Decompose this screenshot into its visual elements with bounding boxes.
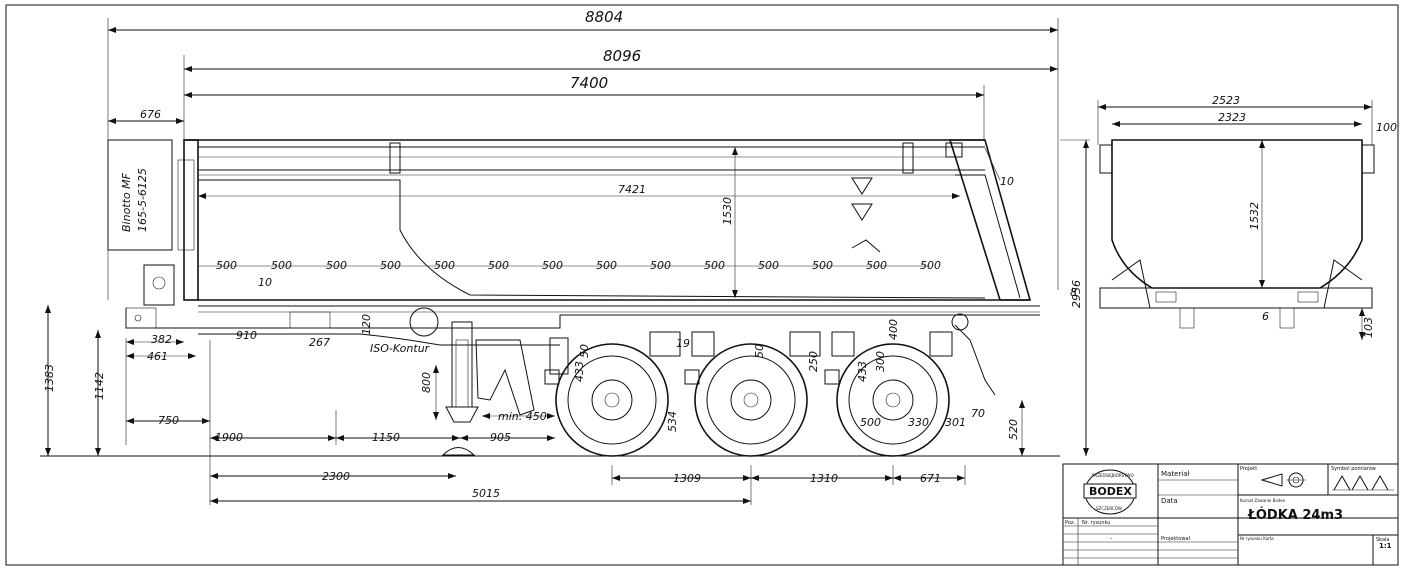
d534: 534 — [666, 411, 679, 432]
d750: 750 — [158, 414, 179, 427]
d19: 19 — [676, 337, 690, 350]
dim-inner-length: 7421 — [618, 183, 646, 196]
rear-small-8: 8 — [1070, 286, 1077, 299]
h300: 300 — [874, 351, 887, 372]
material-label: Materiał — [1161, 470, 1189, 478]
dash-cell: - — [1110, 535, 1112, 542]
overall-height: 2956 — [1070, 280, 1083, 308]
tyre-label-1: Binotto MF — [120, 172, 133, 232]
nr-label: Nr. rysunku — [1082, 520, 1110, 526]
rear-d100: 100 — [1376, 121, 1397, 134]
d1150: 1150 — [372, 431, 400, 444]
spacing-9: 500 — [704, 259, 725, 272]
skala-label: Skala — [1376, 537, 1390, 543]
symbol-label: Symbol pomiarów — [1331, 465, 1376, 472]
h250: 250 — [807, 351, 820, 372]
h800: 800 — [420, 372, 433, 393]
axles: 50 50 19 433 433 250 300 400 534 500 330… — [40, 319, 1060, 505]
d301: 301 — [945, 416, 966, 429]
rear-d6: 6 — [1262, 310, 1269, 323]
d1900: 1900 — [215, 431, 243, 444]
d2300: 2300 — [322, 470, 350, 483]
dim-body-length: 8096 — [603, 47, 641, 65]
min450: min. 450 — [498, 410, 547, 423]
skala-value: 1:1 — [1379, 542, 1392, 550]
d461: 461 — [147, 350, 168, 363]
spacing-10: 500 — [758, 259, 779, 272]
bodex-logo: BODEX PRZEDSIĘBIORSTWO SZCZERCÓW — [1083, 469, 1137, 515]
logo-ring-top: PRZEDSIĘBIORSTWO — [1092, 473, 1134, 478]
rear-width-2323: 2323 — [1218, 111, 1246, 124]
drawing-frame — [5, 4, 1399, 566]
wheel-3 — [836, 343, 950, 457]
tolerance-symbols — [1332, 474, 1394, 491]
rear-d103: 103 — [1362, 317, 1375, 338]
dim-body-height: 1530 — [721, 197, 734, 225]
rear-height-1532: 1532 — [1248, 202, 1261, 230]
d50a: 50 — [578, 344, 591, 358]
chassis — [125, 307, 1040, 456]
d905: 905 — [490, 431, 511, 444]
projektowal-label: Projektował — [1161, 536, 1190, 542]
title-block: BODEX PRZEDSIĘBIORSTWO SZCZERCÓW Materia… — [1062, 463, 1399, 566]
d120: 120 — [360, 314, 373, 335]
spacing-6: 500 — [542, 259, 563, 272]
d330: 330 — [908, 416, 929, 429]
d671: 671 — [920, 472, 941, 485]
d1310: 1310 — [810, 472, 838, 485]
h1383: 1383 — [43, 364, 56, 392]
client-label: Kurnat Zawanie Bodex — [1240, 498, 1286, 503]
projekt-label: Projekt — [1240, 466, 1257, 472]
chassis-dimensions: 1383 1142 800 382 461 910 267 120 ISO-Ko… — [43, 305, 751, 505]
d5015: 5015 — [472, 487, 500, 500]
spacing-5: 500 — [488, 259, 509, 272]
spacing-11: 500 — [812, 259, 833, 272]
angle-label: 10 — [1000, 175, 1014, 188]
d520: 520 — [1007, 419, 1020, 440]
overall-dimensions: 8804 8096 7400 676 — [107, 8, 1059, 300]
spacing-12: 500 — [866, 259, 887, 272]
h433b: 433 — [856, 361, 869, 382]
rear-width-2523: 2523 — [1212, 94, 1240, 107]
h1142: 1142 — [93, 372, 106, 400]
drawing-title: ŁÓDKA 24m3 — [1247, 507, 1343, 523]
iso-label: ISO-Kontur — [370, 342, 431, 355]
dim-front-offset: 676 — [140, 108, 161, 121]
spacing-2: 500 — [326, 259, 347, 272]
rear-view: 2523 2323 100 1532 6 103 — [1097, 94, 1397, 340]
d500: 500 — [860, 416, 881, 429]
small-10: 10 — [258, 276, 272, 289]
spacing-1: 500 — [271, 259, 292, 272]
d267: 267 — [309, 336, 330, 349]
d1309: 1309 — [673, 472, 701, 485]
nr-karta-label: Nr rysunku Karta — [1240, 536, 1274, 541]
dim-total-length: 8804 — [585, 8, 623, 26]
logo-ring-bottom: SZCZERCÓW — [1096, 506, 1122, 511]
wheel-1 — [555, 343, 669, 457]
tyre-label-2: 165-5-6125 — [136, 168, 149, 232]
spacing-8: 500 — [650, 259, 671, 272]
logo-text: BODEX — [1089, 485, 1132, 498]
d50b: 50 — [753, 344, 766, 358]
trailer-body-side: 7421 1530 10 500 500 500 500 500 500 500… — [107, 139, 1040, 313]
spacing-4: 500 — [434, 259, 455, 272]
spacing-0: 500 — [216, 259, 237, 272]
data-label: Data — [1161, 497, 1178, 505]
wheel-2 — [694, 343, 808, 457]
d70: 70 — [971, 407, 985, 420]
poz-label: Poz. — [1065, 520, 1076, 526]
h400: 400 — [887, 319, 900, 340]
height-dimension: 2956 8 — [1060, 139, 1090, 456]
projection-symbol — [1260, 472, 1306, 488]
spacing-7: 500 — [596, 259, 617, 272]
d910: 910 — [236, 329, 257, 342]
d382: 382 — [151, 333, 172, 346]
h433a: 433 — [573, 361, 586, 382]
spacing-13: 500 — [920, 259, 941, 272]
dim-cargo-length: 7400 — [570, 74, 608, 92]
spacing-3: 500 — [380, 259, 401, 272]
